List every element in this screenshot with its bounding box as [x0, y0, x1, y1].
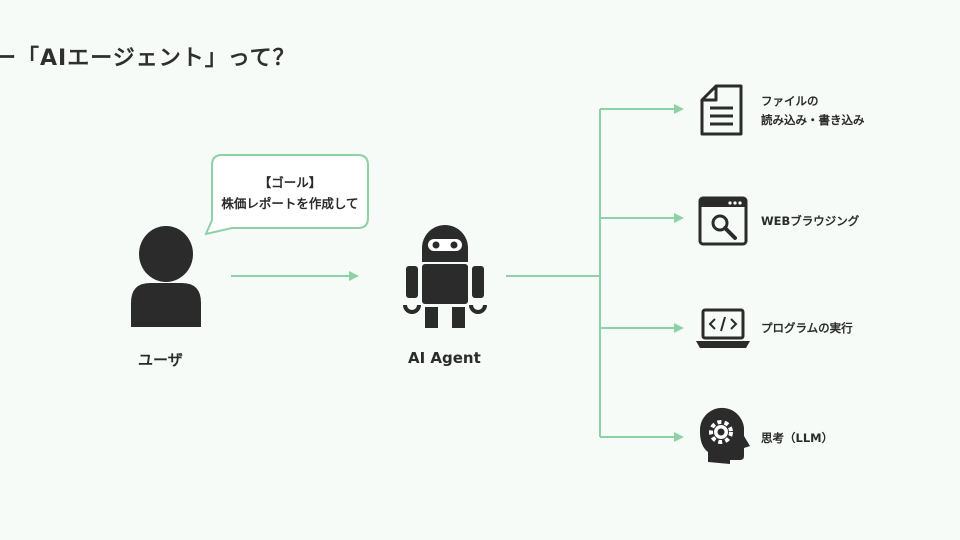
user-icon	[131, 226, 201, 327]
robot-icon	[403, 225, 487, 328]
tool-label-llm: 思考（LLM）	[761, 431, 834, 445]
goal-bubble-heading: 【ゴール】	[258, 175, 322, 190]
agent-to-tools-connector	[506, 104, 684, 442]
tool-label-program: プログラムの実行	[761, 321, 853, 335]
goal-bubble-text: 【ゴール】 株価レポートを作成して	[212, 172, 368, 214]
head-gear-icon	[699, 407, 750, 464]
agent-label: AI Agent	[408, 349, 481, 367]
document-icon	[700, 84, 743, 136]
tool-label-web: WEBブラウジング	[761, 214, 860, 228]
speech-bubble	[204, 154, 369, 236]
tool-label-file: ファイルの 読み込み・書き込み	[761, 94, 865, 127]
laptop-code-icon	[696, 308, 750, 348]
page-title: ー「AIエージェント」って？	[0, 46, 296, 71]
user-label: ユーザ	[138, 351, 183, 369]
browser-search-icon	[698, 196, 748, 246]
goal-bubble-message: 株価レポートを作成して	[221, 196, 359, 211]
